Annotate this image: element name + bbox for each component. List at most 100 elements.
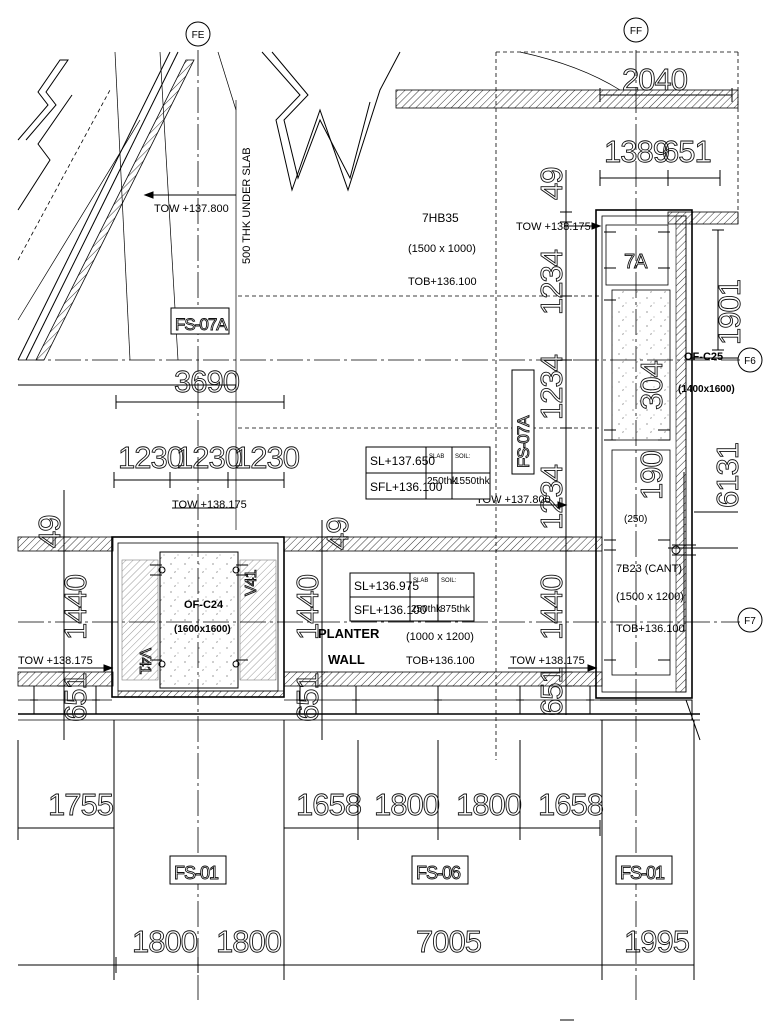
- col25-id: OF-C25: [684, 351, 723, 363]
- svg-text:1800: 1800: [216, 924, 282, 959]
- svg-text:1800: 1800: [132, 924, 198, 959]
- beam-size: (1500 x 1000): [408, 243, 476, 255]
- svg-text:1658: 1658: [296, 787, 361, 822]
- dim-2040: 2040: [622, 62, 688, 97]
- svg-text:SL+136.975: SL+136.975: [354, 579, 419, 593]
- svg-text:F6: F6: [744, 356, 756, 367]
- svg-text:49: 49: [534, 168, 569, 200]
- beam3-tob: TOB+136.100: [616, 623, 685, 635]
- dim-1389: 1389: [604, 134, 669, 169]
- col-tag: 7A: [624, 251, 648, 273]
- svg-text:FS-06: FS-06: [416, 863, 461, 883]
- tag-fs07a-mid: FS-07A: [511, 369, 535, 475]
- svg-text:49: 49: [320, 518, 355, 550]
- beam-id: 7HB35: [422, 211, 459, 225]
- bottom-posts: [30, 686, 594, 714]
- dim-1230-c: 1230: [234, 440, 300, 475]
- beam2-size: (1000 x 1200): [406, 631, 474, 643]
- svg-text:1800: 1800: [374, 787, 440, 822]
- svg-text:SL+137.650: SL+137.650: [370, 454, 435, 468]
- svg-text:1234: 1234: [534, 249, 569, 315]
- svg-text:1658: 1658: [538, 787, 603, 822]
- svg-text:SFL+136.100: SFL+136.100: [370, 480, 443, 494]
- svg-text:1234: 1234: [534, 354, 569, 420]
- col25-size: (1400x1600): [678, 384, 735, 395]
- svg-text:1755: 1755: [48, 787, 113, 822]
- col24-id: OF-C24: [184, 599, 224, 611]
- svg-text:250thk: 250thk: [427, 476, 458, 487]
- planter: PLANTER: [318, 626, 380, 641]
- note-under-slab: 500 THK UNDER SLAB: [241, 147, 253, 264]
- svg-text:875thk: 875thk: [440, 604, 471, 615]
- slab-box-2: SL+136.975 SFL+136.100 SLAB 250thk SOIL:…: [349, 572, 475, 622]
- svg-text:SOIL:: SOIL:: [441, 578, 457, 584]
- svg-text:FS-01: FS-01: [174, 863, 219, 883]
- svg-text:6131: 6131: [710, 443, 745, 508]
- svg-text:304: 304: [634, 361, 669, 410]
- svg-text:1901: 1901: [712, 280, 747, 345]
- grid-bubble-ff: FF: [623, 17, 649, 43]
- grid-bubble-f6: F6: [737, 347, 763, 373]
- tag-fs01-right: FS-01: [615, 855, 673, 885]
- col24-size: (1600x1600): [174, 624, 231, 635]
- dimension-lines: [17, 88, 738, 980]
- beam2-tob: TOB+136.100: [406, 655, 475, 667]
- leaders: [18, 191, 738, 672]
- svg-text:651: 651: [58, 673, 93, 722]
- svg-text:250thk: 250thk: [411, 604, 442, 615]
- svg-text:1995: 1995: [624, 924, 689, 959]
- tag-fs07a-left: FS-07A: [170, 307, 230, 335]
- dim-1230-b: 1230: [176, 440, 242, 475]
- beam-tob: TOB+136.100: [408, 276, 477, 288]
- svg-text:1440: 1440: [534, 574, 569, 640]
- beam3-size: (1500 x 1200): [616, 591, 684, 603]
- note-tow-137800-top: TOW +137.800: [154, 203, 229, 215]
- note-250: (250): [624, 514, 647, 525]
- note-tow-138175-top: TOW +138.175: [516, 221, 591, 233]
- wall: WALL: [328, 652, 365, 667]
- note-tow-138175-right: TOW +138.175: [510, 655, 585, 667]
- svg-text:FS-07A: FS-07A: [514, 415, 533, 468]
- svg-text:FE: FE: [192, 30, 205, 41]
- tag-fs06: FS-06: [411, 855, 469, 885]
- zigzag-wall: [217, 51, 401, 192]
- tag-fs01-left: FS-01: [169, 855, 227, 885]
- grid-bubble-fe: FE: [185, 21, 211, 47]
- svg-text:SLAB: SLAB: [413, 578, 428, 584]
- dim-651: 651: [662, 134, 711, 169]
- svg-text:SFL+136.100: SFL+136.100: [354, 603, 427, 617]
- svg-text:49: 49: [32, 516, 67, 548]
- notes: TOW +137.800 500 THK UNDER SLAB 7HB35 (1…: [18, 147, 735, 675]
- svg-text:651: 651: [290, 673, 325, 722]
- dim-texts-top: 2040 1389 651 3690 1230 1230 1230: [118, 62, 713, 476]
- svg-text:1440: 1440: [290, 574, 325, 640]
- grid-bubble-f7: F7: [737, 607, 763, 633]
- column-of-c25: [595, 209, 701, 741]
- svg-text:V41: V41: [136, 648, 153, 675]
- svg-text:SOIL:: SOIL:: [455, 454, 471, 460]
- svg-text:1234: 1234: [534, 464, 569, 530]
- svg-text:FS-07A: FS-07A: [175, 315, 228, 334]
- svg-text:FS-01: FS-01: [620, 863, 665, 883]
- dim-texts-vertical: 49 1234 1234 1234 1440 651 49 1440 651 4…: [32, 167, 748, 722]
- svg-text:V41: V41: [243, 569, 260, 596]
- svg-text:1800: 1800: [456, 787, 522, 822]
- svg-text:SLAB: SLAB: [429, 454, 444, 460]
- note-tow-138175-mid: TOW +138.175: [172, 499, 247, 511]
- svg-text:F7: F7: [744, 616, 756, 627]
- column-of-c24: [111, 536, 285, 698]
- svg-text:190: 190: [634, 451, 669, 500]
- svg-text:651: 651: [534, 667, 569, 716]
- dim-texts-bottom: 1755 1658 1800 1800 1658 1800 1800 7005 …: [48, 787, 691, 960]
- note-tow-137800-mid: TOW +137.800: [476, 494, 551, 506]
- svg-text:7005: 7005: [416, 924, 481, 959]
- dim-1230-a: 1230: [118, 440, 184, 475]
- beam3-id: 7B23 (CANT): [616, 563, 682, 575]
- svg-text:1550thk: 1550thk: [454, 476, 491, 487]
- note-tow-138175-left: TOW +138.175: [18, 655, 93, 667]
- slab-box-1: SL+137.650 SFL+136.100 SLAB 250thk SOIL:…: [365, 446, 491, 500]
- diagonal-wall: [17, 51, 236, 386]
- svg-text:1440: 1440: [58, 574, 93, 640]
- dim-3690: 3690: [174, 364, 240, 399]
